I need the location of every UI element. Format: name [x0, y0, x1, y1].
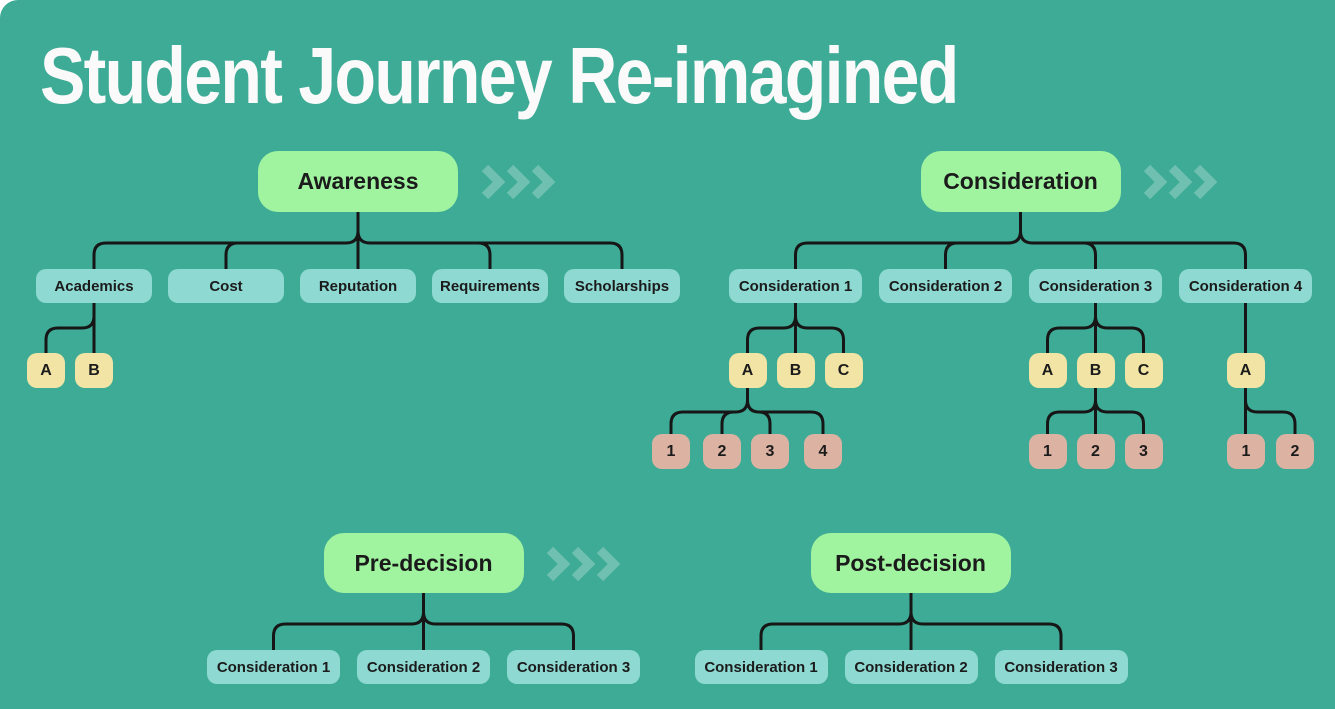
- chevron-icon: [506, 165, 531, 199]
- chevron-icon: [546, 547, 571, 581]
- c3-letter-b: B: [1076, 353, 1115, 388]
- c1a-num-1: 1: [652, 434, 690, 469]
- awareness-child-reputation: Reputation: [300, 269, 416, 303]
- chevron-icon: [1143, 165, 1168, 199]
- chevron-icon: [596, 547, 621, 581]
- consideration-chevrons-icon: [1143, 165, 1218, 199]
- c4a-num-2: 2: [1276, 434, 1314, 469]
- academics-leaf-b: B: [75, 353, 113, 388]
- c4a-num-1: 1: [1227, 434, 1265, 469]
- c3b-num-3: 3: [1124, 434, 1163, 469]
- c1-letter-c: C: [824, 353, 863, 388]
- consideration-child-3: Consideration 3: [1029, 269, 1162, 303]
- pre-decision-chevrons-icon: [546, 547, 621, 581]
- chevron-icon: [571, 547, 596, 581]
- awareness-child-scholarships: Scholarships: [564, 269, 680, 303]
- c1a-num-2: 2: [703, 434, 741, 469]
- pre-decision-phase-box: Pre-decision: [323, 533, 524, 593]
- c1-letter-b: B: [776, 353, 815, 388]
- academics-leaf-a: A: [27, 353, 65, 388]
- chevron-icon: [481, 165, 506, 199]
- consideration-child-4: Consideration 4: [1179, 269, 1312, 303]
- c4-letter-a: A: [1226, 353, 1265, 388]
- post-decision-child-3: Consideration 3: [994, 650, 1128, 684]
- pre-decision-child-3: Consideration 3: [507, 650, 640, 684]
- page-title: Student Journey Re-imagined: [40, 31, 959, 120]
- awareness-phase-box: Awareness: [258, 151, 458, 212]
- consideration-child-1: Consideration 1: [729, 269, 862, 303]
- chevron-icon: [1193, 165, 1218, 199]
- c1a-num-4: 4: [804, 434, 842, 469]
- chevron-icon: [531, 165, 556, 199]
- c3-letter-a: A: [1028, 353, 1067, 388]
- pre-decision-child-2: Consideration 2: [357, 650, 490, 684]
- consideration-phase-box: Consideration: [920, 151, 1121, 212]
- post-decision-child-2: Consideration 2: [844, 650, 978, 684]
- c1-letter-a: A: [728, 353, 767, 388]
- awareness-child-requirements: Requirements: [432, 269, 548, 303]
- awareness-child-academics: Academics: [36, 269, 152, 303]
- consideration-child-2: Consideration 2: [879, 269, 1012, 303]
- chevron-icon: [1168, 165, 1193, 199]
- c3b-num-1: 1: [1028, 434, 1067, 469]
- c3b-num-2: 2: [1076, 434, 1115, 469]
- post-decision-phase-box: Post-decision: [810, 533, 1011, 593]
- c3-letter-c: C: [1124, 353, 1163, 388]
- awareness-chevrons-icon: [481, 165, 556, 199]
- pre-decision-child-1: Consideration 1: [207, 650, 340, 684]
- post-decision-child-1: Consideration 1: [694, 650, 828, 684]
- awareness-child-cost: Cost: [168, 269, 284, 303]
- c1a-num-3: 3: [751, 434, 789, 469]
